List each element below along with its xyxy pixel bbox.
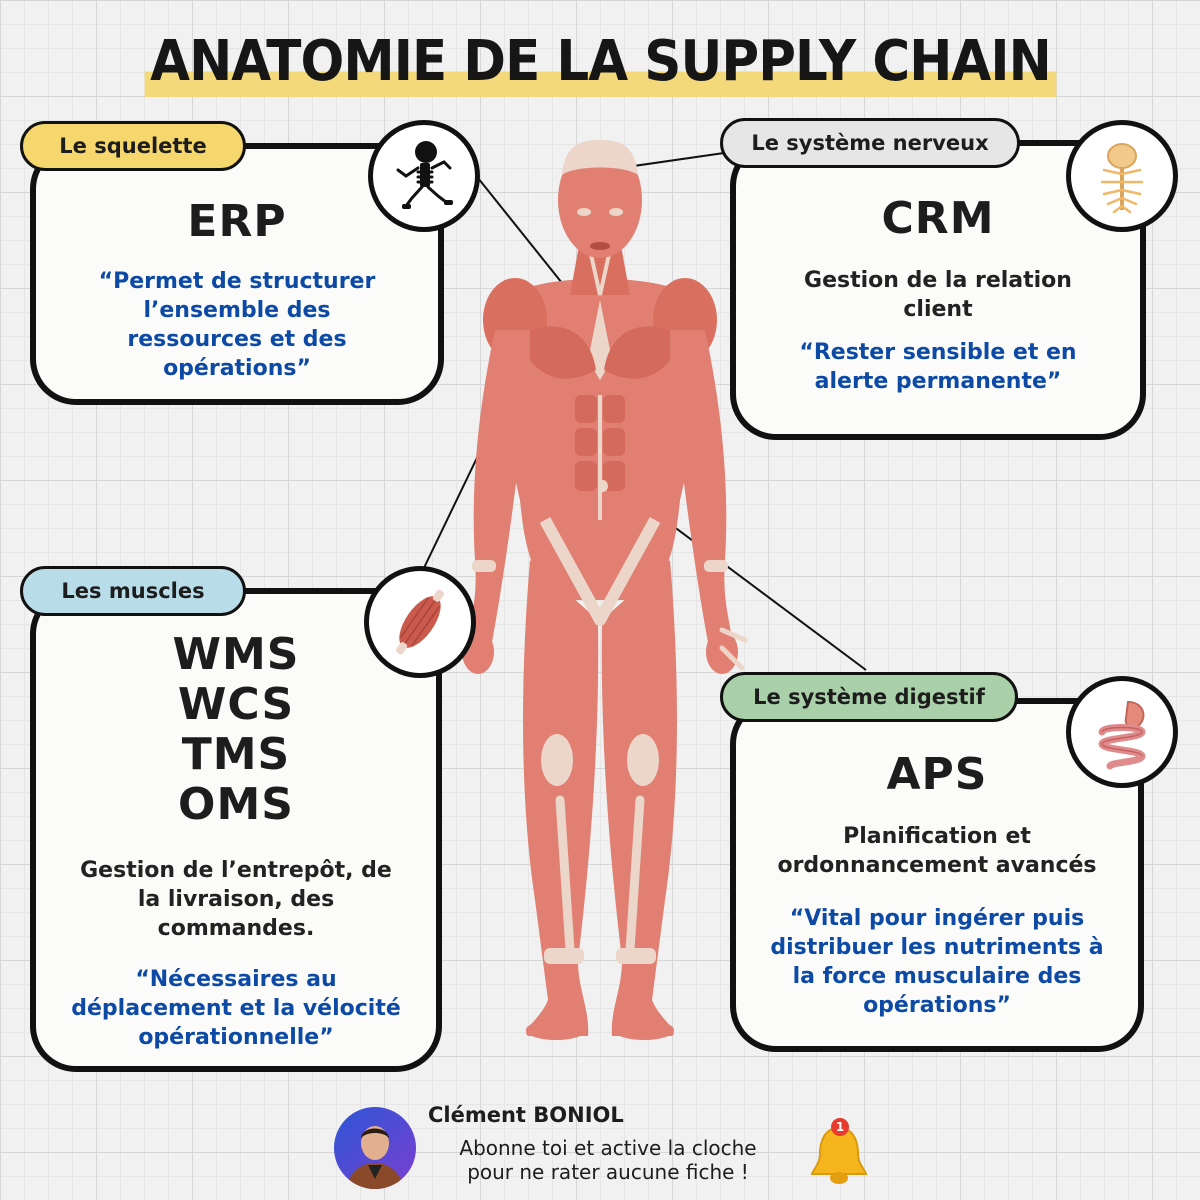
quote-line: opérations” [163, 356, 311, 381]
tag-muscles: Les muscles [20, 566, 246, 616]
nervous-system-icon [1066, 120, 1178, 232]
footer-line-1: Abonne toi et active la cloche [459, 1136, 757, 1160]
desc-line: client [903, 297, 973, 322]
bell-icon[interactable]: 1 [804, 1118, 874, 1188]
quote-line: “Rester sensible et en [799, 340, 1077, 365]
quote-line: ressources et des [127, 327, 347, 352]
desc-line: commandes. [157, 916, 315, 941]
quote-line: “Permet de structurer [98, 269, 376, 294]
quote-line: déplacement et la vélocité [71, 996, 401, 1021]
notification-badge: 1 [831, 1118, 849, 1136]
skeleton-icon [368, 120, 480, 232]
tag-digestive-system: Le système digestif [720, 672, 1018, 722]
quote-line: “Vital pour ingérer puis [789, 906, 1085, 931]
quote-line: alerte permanente” [814, 369, 1062, 394]
acronym-tms: TMS [181, 729, 291, 780]
footer-line-2: pour ne rater aucune fiche ! [467, 1160, 749, 1184]
tag-skeleton: Le squelette [20, 121, 246, 171]
human-body [462, 140, 748, 1040]
quote-line: opérations” [863, 993, 1011, 1018]
acronym-aps: APS [886, 749, 988, 800]
avatar [334, 1107, 416, 1189]
notification-count: 1 [835, 1120, 845, 1134]
digestive-system-icon [1066, 676, 1178, 788]
acronym-wms: WMS [172, 629, 300, 680]
desc-line: Gestion de la relation [804, 268, 1072, 293]
quote-line: la force musculaire des [792, 964, 1082, 989]
desc-line: Planification et [843, 824, 1031, 849]
acronym-crm: CRM [881, 193, 995, 244]
desc-line: Gestion de l’entrepôt, de [80, 858, 392, 883]
acronym-erp: ERP [187, 196, 287, 247]
desc-line: la livraison, des [137, 887, 335, 912]
quote-line: distribuer les nutriments à [770, 935, 1104, 960]
quote-line: opérationnelle” [138, 1025, 334, 1050]
quote-line: l’ensemble des [143, 298, 331, 323]
tag-nervous-system: Le système nerveux [720, 118, 1020, 168]
muscle-icon [364, 566, 476, 678]
page-title: ANATOMIE DE LA SUPPLY CHAIN [0, 22, 1200, 102]
desc-line: ordonnancement avancés [777, 853, 1097, 878]
acronym-oms: OMS [178, 779, 294, 830]
page-title-text: ANATOMIE DE LA SUPPLY CHAIN [144, 22, 1056, 102]
quote-line: “Nécessaires au [135, 967, 337, 992]
author-name: Clément BONIOL [428, 1103, 624, 1127]
acronym-wcs: WCS [177, 679, 295, 730]
card-muscles: WMS WCS TMS OMS Gestion de l’entrepôt, d… [30, 588, 442, 1072]
